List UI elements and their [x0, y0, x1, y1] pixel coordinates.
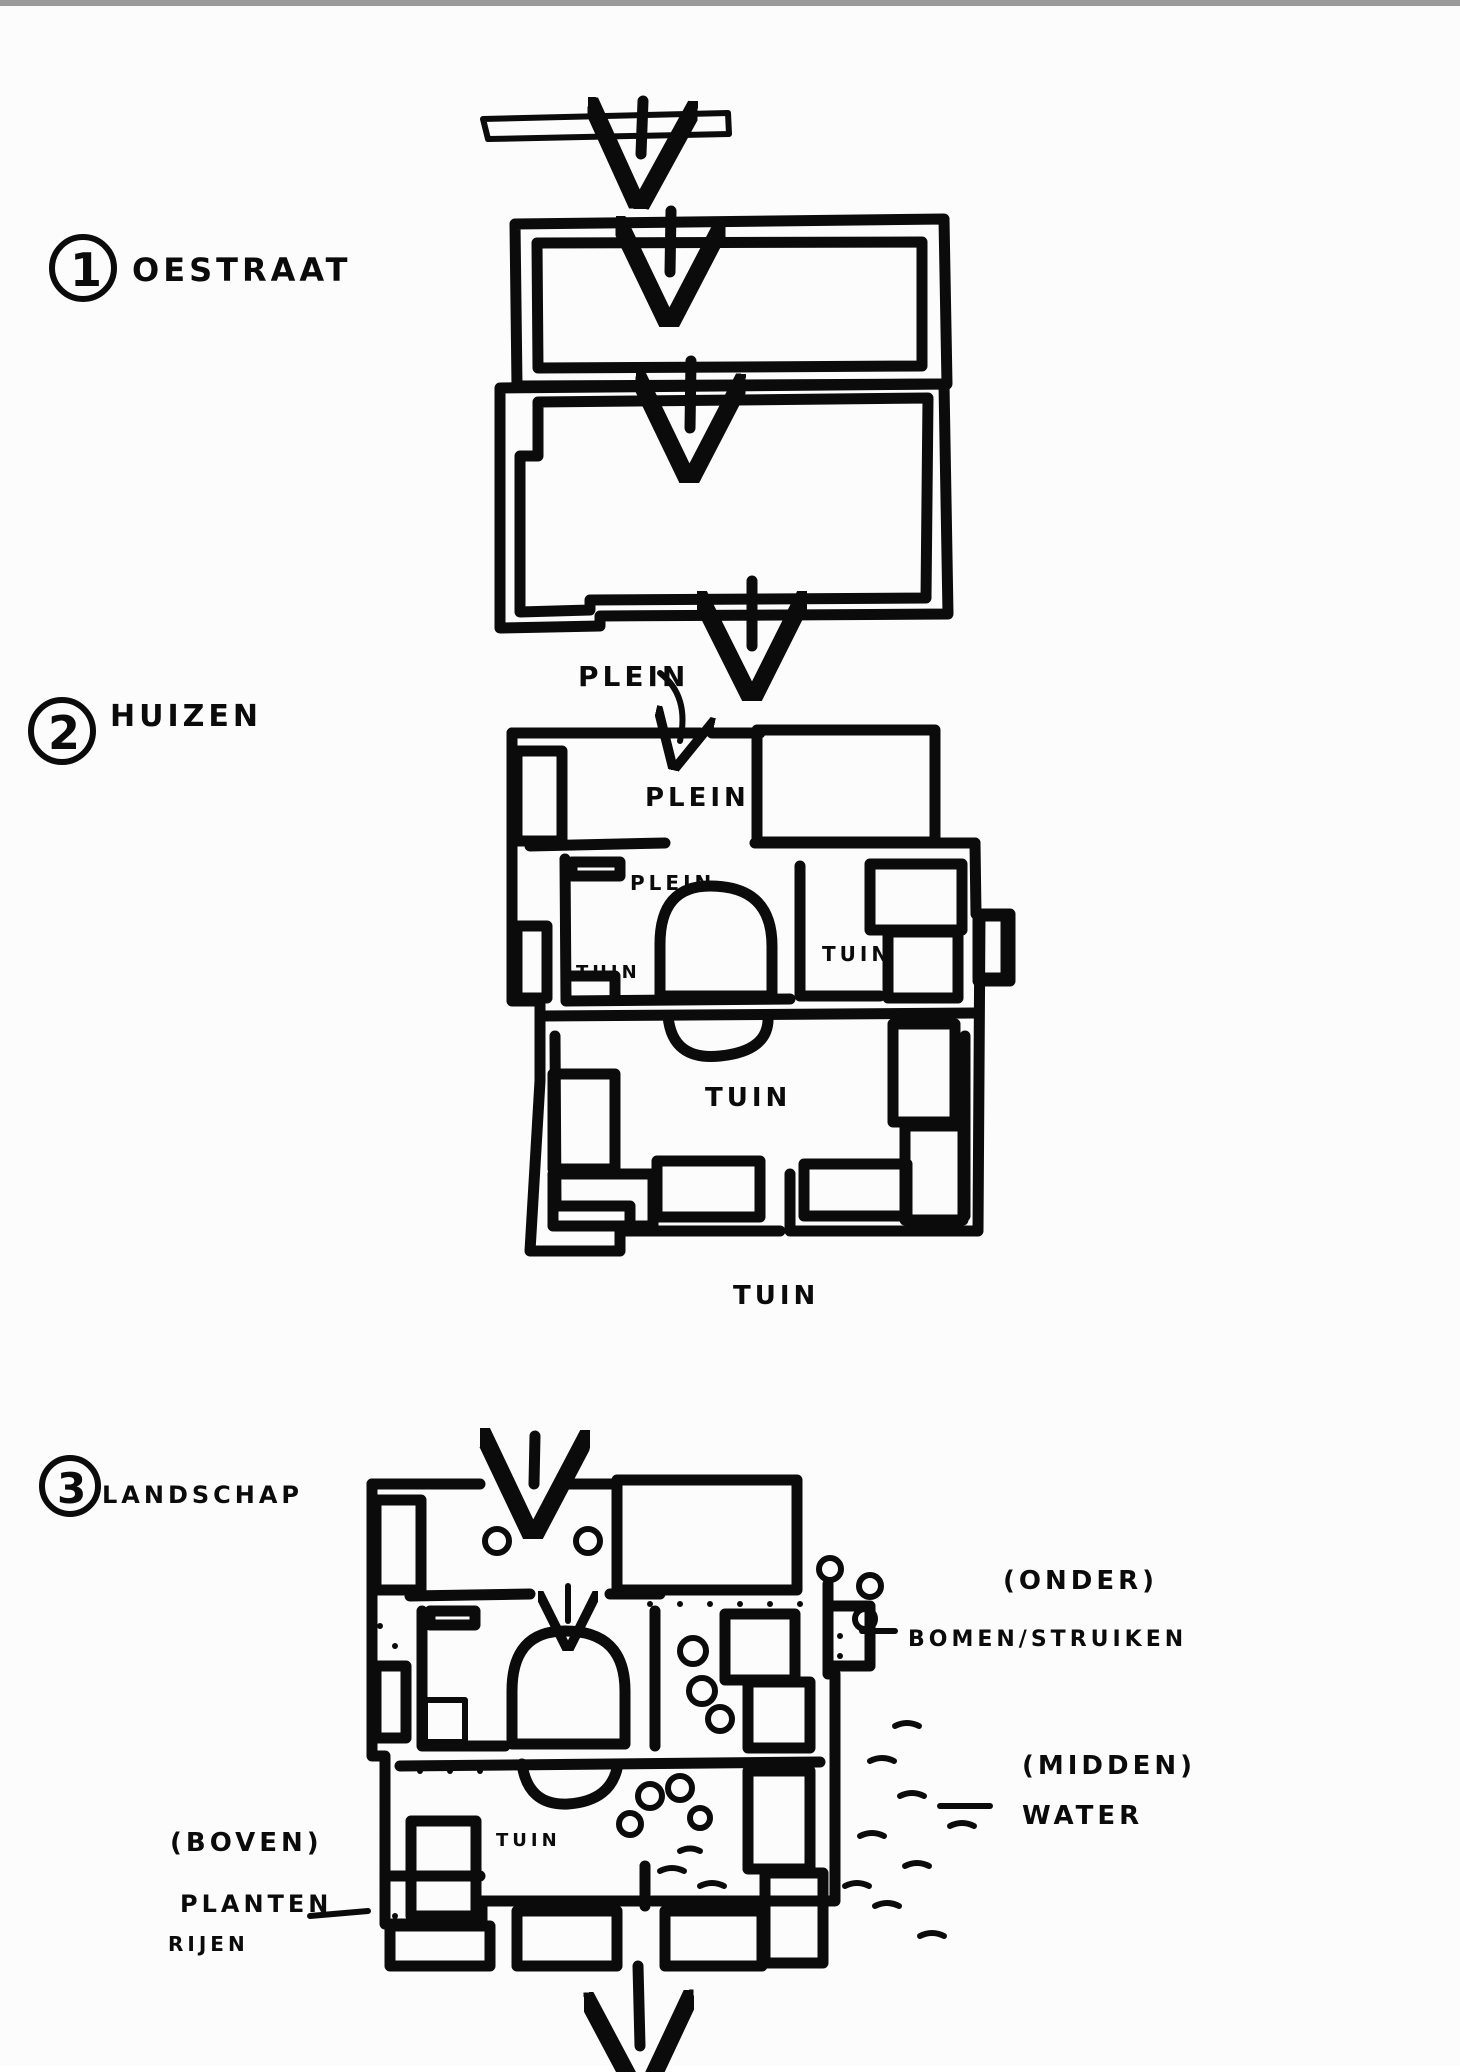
- section-3-title: LANDSCHAP: [102, 1481, 303, 1509]
- oval-building: [654, 880, 778, 1002]
- flow-arrow: [638, 1960, 640, 2046]
- section-3-heading: 3 LANDSCHAP: [39, 1455, 303, 1517]
- building-hatched: [405, 1815, 482, 1922]
- leader-line: [307, 1908, 371, 1919]
- oval-building-base: [662, 1010, 774, 1062]
- building-hatched: [798, 1158, 913, 1222]
- label-tuin-left: TUIN: [576, 962, 641, 983]
- label-tuin-bottom: TUIN: [733, 1281, 819, 1311]
- label-tuin-right: TUIN: [822, 942, 892, 966]
- building-hatched: [899, 1120, 969, 1226]
- oval-building-base: [516, 1758, 624, 1810]
- building-hatched: [887, 1018, 961, 1128]
- tree-icon: [616, 1810, 644, 1838]
- tree-icon: [665, 1773, 695, 1803]
- building-hatched: [511, 745, 568, 847]
- landscape-mid-wall: [394, 1756, 826, 1772]
- section-1-number: 1: [70, 243, 106, 297]
- planting-box: [422, 1697, 468, 1745]
- building-hatched: [864, 858, 968, 936]
- section-2-title: HUIZEN: [110, 699, 262, 734]
- tuin-small-box: [564, 970, 621, 1002]
- sketch-canvas: 1 OESTRAAT 2 HUIZEN: [28, 95, 1196, 2072]
- oval-building: [506, 1625, 631, 1750]
- label-tuin-sec3: TUIN: [496, 1830, 561, 1851]
- section-1-number-circle: [49, 234, 117, 302]
- building-hatched: [370, 1660, 412, 1744]
- tree-icon: [482, 1526, 512, 1556]
- plein-arrow: [660, 670, 683, 741]
- label-boven: (BOVEN): [170, 1828, 323, 1858]
- street-diagram: [480, 95, 954, 646]
- building-hatched: [719, 1608, 801, 1686]
- tree-icon: [677, 1635, 709, 1667]
- street-block-lower-inner: [514, 392, 934, 618]
- flow-arrow: [641, 95, 643, 154]
- label-tuin-center: TUIN: [705, 1083, 791, 1113]
- section-3-number-circle: [39, 1455, 101, 1517]
- building-hatched: [742, 1765, 816, 1875]
- building-hatched: [751, 724, 941, 848]
- building-hatched: [611, 1474, 803, 1596]
- section-1-heading: 1 OESTRAAT: [49, 234, 351, 302]
- building-hatched: [511, 920, 553, 1004]
- label-plein-inner: PLEIN: [630, 871, 715, 895]
- section-3-number: 3: [57, 1464, 90, 1513]
- section-1-title: OESTRAAT: [132, 251, 351, 289]
- building-hatched: [384, 1920, 496, 1972]
- section-2-heading: 2 HUIZEN: [28, 697, 262, 765]
- building-hatched: [424, 1605, 481, 1631]
- landscape-tuin-left: [416, 1605, 511, 1752]
- water-strokes: [657, 1720, 977, 1939]
- trees-shrubs: [482, 1526, 884, 1838]
- label-bomen-struiken: BOMEN/STRUIKEN: [908, 1627, 1187, 1652]
- building-hatched: [370, 1494, 427, 1596]
- building-hatched: [547, 1168, 659, 1232]
- building-hatched: [547, 1068, 621, 1175]
- tree-icon: [687, 1805, 713, 1831]
- street-block-lower-outer: [494, 378, 954, 634]
- label-water: WATER: [1022, 1801, 1143, 1831]
- tree-icon: [705, 1704, 735, 1734]
- tree-icon: [856, 1572, 884, 1600]
- building-hatched: [651, 1155, 766, 1223]
- tuin-right-wall: [794, 860, 886, 1002]
- flow-arrow: [534, 1436, 535, 1484]
- label-rijen: RIJEN: [168, 1932, 249, 1956]
- flow-arrow: [690, 355, 691, 428]
- flow-arrow: [670, 205, 671, 272]
- building-hatched: [566, 856, 626, 882]
- label-onder: (ONDER): [1003, 1566, 1158, 1596]
- tree-icon: [686, 1675, 718, 1707]
- courtyard-mid-wall: [534, 1007, 981, 1022]
- building-hatched: [882, 926, 964, 1004]
- label-plein-square: PLEIN: [645, 783, 750, 813]
- houses-diagram: PLEIN PLEIN PLEIN TUIN TUIN TUIN TUIN: [506, 660, 1016, 1311]
- building-hatched: [511, 1905, 623, 1972]
- houses-outer-right-top: [969, 837, 982, 920]
- label-plein-top: PLEIN: [578, 660, 689, 693]
- building-hatched: [742, 1676, 816, 1754]
- building-hatched: [659, 1905, 768, 1972]
- street-band: [480, 110, 732, 142]
- landscape-diagram: (ONDER) BOMEN/STRUIKEN (MIDDEN) WATER (B…: [168, 1436, 1196, 2046]
- building-hatched: [972, 910, 1012, 984]
- landscape-side-box: [822, 1600, 876, 1672]
- label-midden: (MIDDEN): [1022, 1751, 1196, 1781]
- street-block-upper-inner: [531, 236, 928, 374]
- planting-rows: [377, 1601, 843, 1919]
- tree-icon: [635, 1781, 665, 1811]
- building-hatched: [759, 1867, 829, 1969]
- label-planten: PLANTEN: [180, 1890, 332, 1918]
- section-2-number: 2: [48, 706, 84, 760]
- section-2-number-circle: [28, 697, 96, 765]
- tree-icon: [816, 1555, 844, 1583]
- tree-icon: [573, 1526, 603, 1556]
